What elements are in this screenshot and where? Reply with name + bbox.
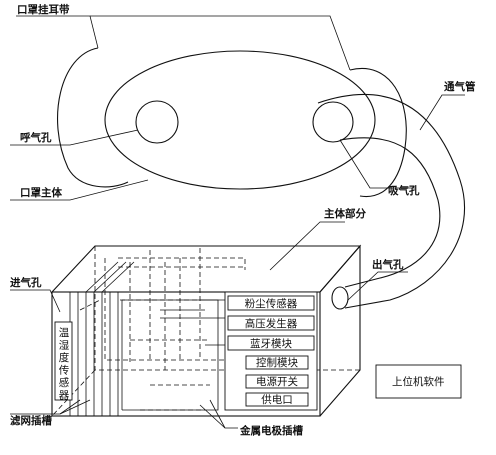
vent-tube bbox=[317, 93, 465, 310]
label-exhale-hole: 呼气孔 bbox=[20, 131, 52, 144]
module-dust-sensor: 粉尘传感器 bbox=[245, 297, 298, 310]
main-body-box bbox=[50, 244, 362, 417]
mask-body-shape bbox=[104, 50, 376, 190]
label-mask-strap: 口罩挂耳带 bbox=[17, 3, 70, 16]
leader-lines bbox=[10, 15, 465, 429]
exhale-hole-shape bbox=[135, 100, 179, 144]
inhale-hole-shape bbox=[312, 101, 354, 143]
label-inhale-hole: 吸气孔 bbox=[388, 184, 420, 197]
module-power-switch: 电源开关 bbox=[256, 375, 298, 388]
label-main-part: 主体部分 bbox=[324, 207, 366, 220]
left-ear-strap bbox=[57, 47, 129, 188]
label-mask-body: 口罩主体 bbox=[20, 186, 62, 199]
label-vent-tube: 通气管 bbox=[444, 80, 476, 93]
label-air-outlet: 出气孔 bbox=[372, 258, 404, 271]
label-filter-slot: 滤网插槽 bbox=[10, 414, 52, 427]
host-software-box bbox=[375, 364, 462, 399]
module-control: 控制模块 bbox=[256, 356, 298, 369]
module-bluetooth: 蓝牙模块 bbox=[250, 338, 292, 350]
module-power-port: 供电口 bbox=[261, 393, 293, 406]
right-ear-strap bbox=[349, 67, 407, 198]
label-air-inlet: 进气孔 bbox=[10, 276, 42, 289]
module-high-voltage-generator: 高压发生器 bbox=[245, 317, 298, 330]
label-metal-electrode-slot: 金属电极插槽 bbox=[239, 424, 303, 437]
label-host-software: 上位机软件 bbox=[392, 375, 445, 388]
label-temp-humidity-sensor: 温湿度传感器 bbox=[59, 327, 70, 402]
mask bbox=[57, 47, 407, 198]
